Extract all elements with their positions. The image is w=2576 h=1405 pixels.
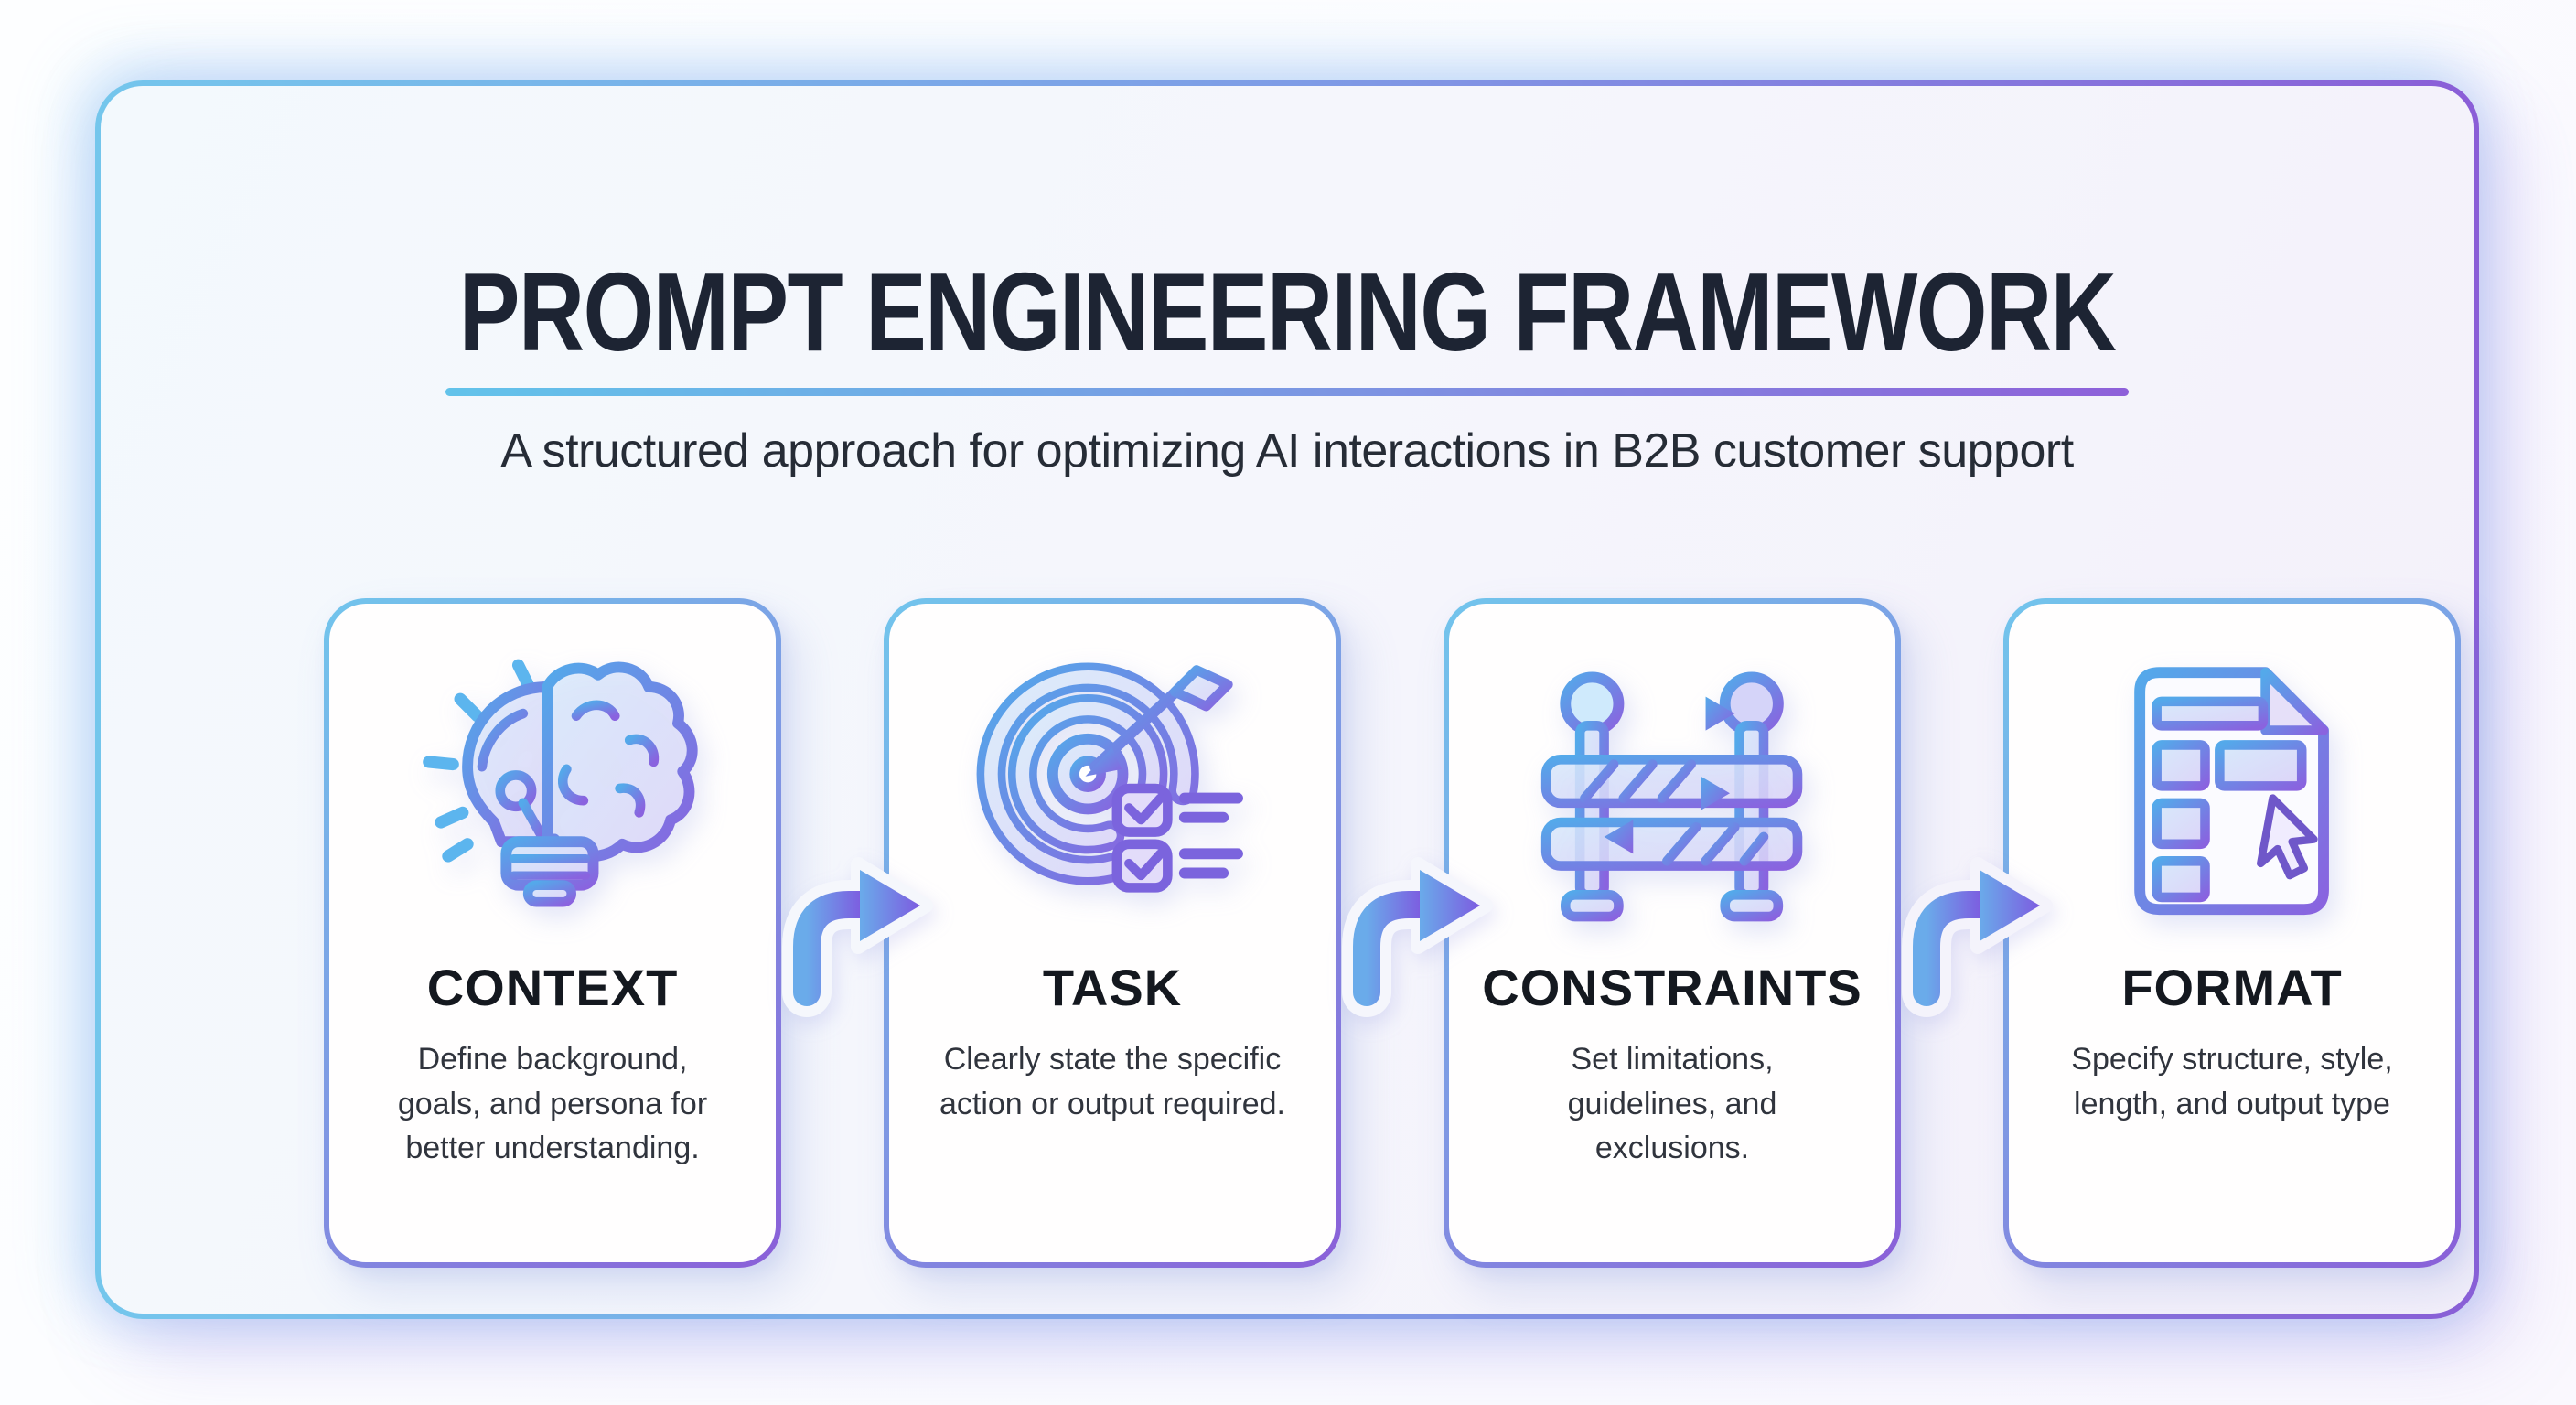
flow-connector [1899, 857, 2053, 1017]
title-underline [445, 388, 2129, 396]
curved-arrow-right-icon [1902, 857, 2053, 1017]
step-card-constraints: CONSTRAINTS Set limitations, guidelines,… [1444, 598, 1901, 1268]
target-checklist-icon [977, 662, 1244, 893]
step-card-format: FORMAT Specify structure, style, length,… [2003, 598, 2461, 1268]
page-title: PROMPT ENGINEERING FRAMEWORK [458, 250, 2117, 374]
document-layout-cursor-icon [2134, 667, 2330, 916]
step-description: Define background, goals, and persona fo… [397, 1042, 708, 1166]
step-icon-wrap [2009, 646, 2455, 931]
step-card-task: TASK Clearly state the specific action o… [884, 598, 1341, 1268]
outer-frame: PROMPT ENGINEERING FRAMEWORK A structure… [95, 80, 2479, 1319]
step-card-context: CONTEXT Define background, goals, and pe… [324, 598, 781, 1268]
page-subtitle: A structured approach for optimizing AI … [500, 424, 2074, 477]
step-icon-wrap [1449, 646, 1895, 931]
step-title: FORMAT [2121, 959, 2343, 1016]
barrier-arrows-icon [1541, 671, 1803, 922]
lightbulb-brain-icon [423, 659, 698, 907]
step-title: CONSTRAINTS [1482, 959, 1862, 1016]
step-title: CONTEXT [426, 959, 679, 1016]
step-icon-wrap [329, 646, 776, 931]
step-description: Specify structure, style, length, and ou… [2071, 1042, 2393, 1121]
step-description: Set limitations, guidelines, and exclusi… [1567, 1042, 1777, 1166]
step-icon-wrap [889, 646, 1336, 931]
flow-connector [779, 857, 933, 1017]
step-description: Clearly state the specific action or out… [939, 1042, 1286, 1121]
curved-arrow-right-icon [782, 857, 933, 1017]
flow-connector [1339, 857, 1493, 1017]
curved-arrow-right-icon [1342, 857, 1493, 1017]
step-title: TASK [1042, 959, 1183, 1016]
